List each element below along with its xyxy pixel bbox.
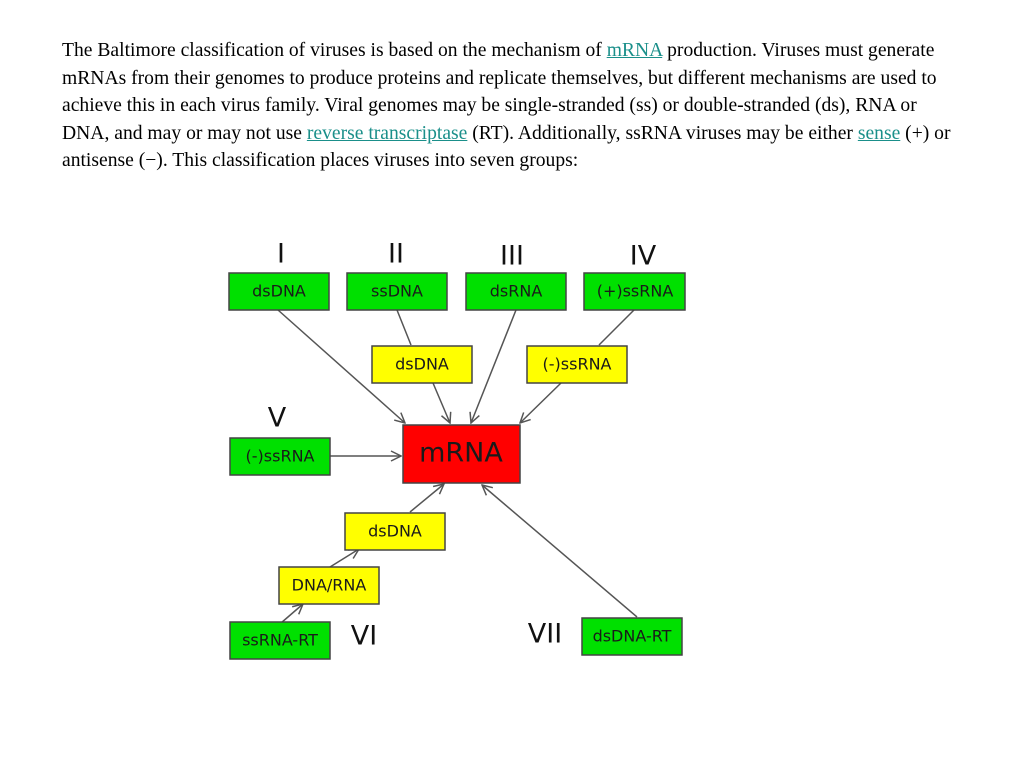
edge-plus-ssrna-to-minus-ssrna — [598, 309, 635, 346]
edge-group3-to-mrna — [471, 309, 517, 423]
box-group6-ssrna-rt: ssRNA-RT — [229, 621, 331, 660]
edge-group7-to-mrna — [482, 485, 638, 618]
edges — [277, 309, 638, 624]
box-group6-intermediate-dsdna: dsDNA — [344, 512, 446, 551]
box-group6-intermediate-dna-rna: DNA/RNA — [278, 566, 380, 605]
mrna-link[interactable]: mRNA — [606, 40, 663, 61]
reverse-transcriptase-link[interactable]: reverse transcriptase — [306, 122, 468, 144]
edge-minus-ssrna-to-mrna — [520, 382, 562, 423]
group-numeral-2: II — [388, 239, 404, 270]
group-numeral-1: I — [277, 239, 285, 270]
box-group4-intermediate-minus-ssrna: (-)ssRNA — [526, 345, 628, 384]
edge-group6-dnarna-to-dsdna — [329, 549, 359, 568]
intro-text-4: (+) or antisense (−). This classificatio… — [62, 122, 951, 172]
box-label: ssDNA — [371, 282, 423, 301]
box-label: dsDNA — [395, 355, 449, 374]
group-numeral-4: IV — [630, 241, 657, 272]
intro-text-1: The Baltimore classification of viruses … — [62, 40, 607, 61]
intro-text-3: (RT). Additionally, ssRNA viruses may be… — [467, 122, 858, 144]
edge-group1-to-mrna — [277, 309, 405, 423]
edge-group6-genome-to-dnarna — [280, 604, 303, 624]
box-label: mRNA — [419, 438, 503, 469]
group-numeral-3: III — [500, 241, 524, 272]
box-label: ssRNA-RT — [242, 631, 318, 650]
group-numeral-7: VII — [528, 619, 562, 650]
box-label: DNA/RNA — [292, 576, 367, 595]
box-group2-intermediate-dsdna: dsDNA — [371, 345, 473, 384]
box-group1-dsdna: dsDNA — [228, 272, 330, 311]
intro-paragraph: The Baltimore classification of viruses … — [62, 37, 962, 175]
box-group3-dsrna: dsRNA — [465, 272, 567, 311]
edge-dsdna-to-mrna — [432, 382, 450, 423]
box-label: (+)ssRNA — [597, 282, 674, 301]
box-group2-ssdna: ssDNA — [346, 272, 448, 311]
box-group7-dsdna-rt: dsDNA-RT — [581, 617, 683, 656]
box-group4-plus-ssrna: (+)ssRNA — [583, 272, 686, 311]
box-label: (-)ssRNA — [543, 355, 612, 374]
group-numeral-6: VI — [351, 621, 377, 652]
box-mrna: mRNA — [402, 424, 521, 484]
box-label: dsDNA — [252, 282, 306, 301]
box-label: dsRNA — [490, 282, 543, 301]
box-label: dsDNA-RT — [593, 627, 672, 646]
sense-link[interactable]: sense — [857, 122, 901, 144]
box-label: dsDNA — [368, 522, 422, 541]
intro-text-2: production. Viruses must generate mRNAs … — [62, 40, 937, 144]
box-label: (-)ssRNA — [246, 447, 315, 466]
edge-group6-dsdna-to-mrna — [409, 484, 444, 513]
box-group5-minus-ssrna: (-)ssRNA — [229, 437, 331, 476]
group-numeral-5: V — [268, 403, 287, 434]
edge-ssdna-to-dsdna — [396, 309, 412, 346]
